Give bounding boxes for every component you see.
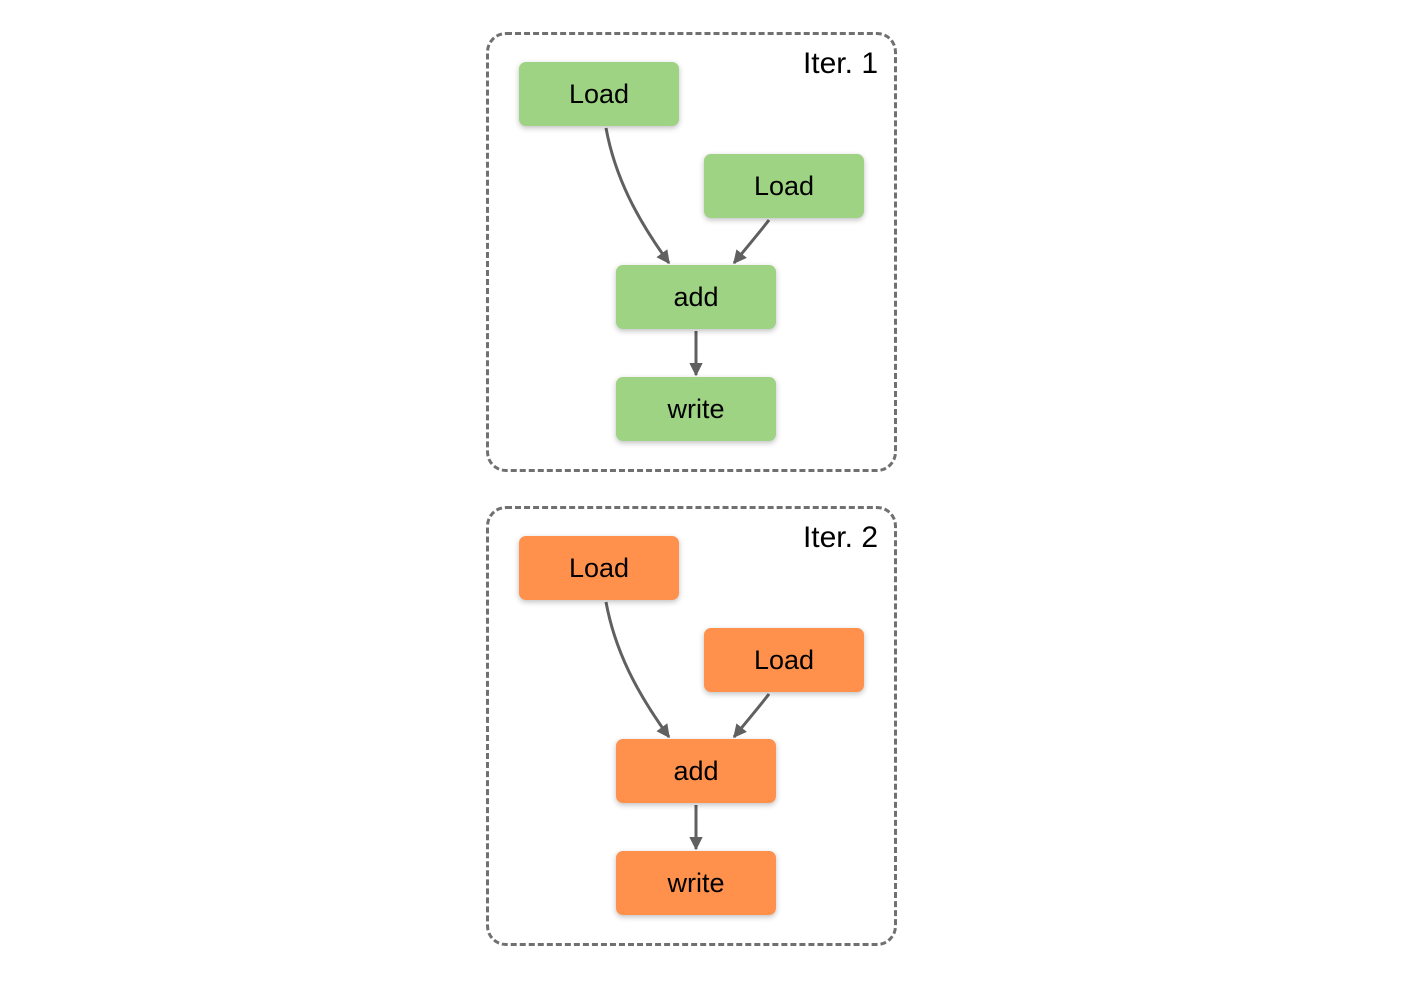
node-label: Load — [568, 78, 630, 109]
write-node: write — [616, 851, 776, 915]
node-label: write — [667, 867, 725, 898]
edge-load-to-add — [732, 693, 771, 739]
load-node: Load — [519, 536, 679, 600]
group-label: Iter. 2 — [802, 521, 878, 554]
iteration-group-1: Iter. 1 Load Load add write — [486, 32, 897, 472]
node-label: add — [673, 281, 719, 312]
load-node: Load — [704, 154, 864, 218]
add-node: add — [616, 265, 776, 329]
node-label: Load — [568, 552, 630, 583]
edges — [604, 601, 771, 851]
iteration-group-2: Iter. 2 Load Load add write — [486, 506, 897, 946]
node-label: Load — [753, 170, 815, 201]
load-node: Load — [519, 62, 679, 126]
edge-load-to-add — [604, 601, 671, 739]
write-node: write — [616, 377, 776, 441]
group-label: Iter. 1 — [802, 47, 878, 80]
node-label: Load — [753, 644, 815, 675]
edge-load-to-add — [604, 127, 671, 265]
edges — [604, 127, 771, 377]
edge-load-to-add — [732, 219, 771, 265]
node-label: write — [667, 393, 725, 424]
node-label: add — [673, 755, 719, 786]
add-node: add — [616, 739, 776, 803]
load-node: Load — [704, 628, 864, 692]
